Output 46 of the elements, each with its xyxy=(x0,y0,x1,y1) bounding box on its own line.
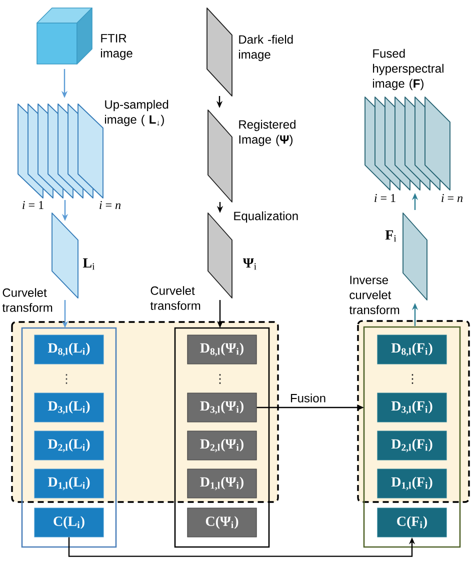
coefficient-box: D$_{3,l}$(L$_{i}$) xyxy=(34,392,104,422)
coefficient-box: D$_{3,l}$(F$_{i}$) xyxy=(377,392,447,422)
ellipsis: ⋮ xyxy=(66,374,68,384)
index-label: i = 1 xyxy=(374,194,396,202)
image-slice xyxy=(208,212,232,298)
coefficient-box: D$_{2,l}$(F$_{i}$) xyxy=(377,430,447,460)
edge-label: Curvelet transform xyxy=(2,288,52,312)
symbol-label: Ψ$_{i}$ xyxy=(242,258,256,270)
image-slice xyxy=(206,8,232,96)
edge-label: Curvelet transform xyxy=(150,286,200,310)
image-caption: Registered Image (Ψ) xyxy=(239,120,296,146)
image-cube xyxy=(36,8,92,64)
index-label: i = 1 xyxy=(22,201,44,209)
edge-label: Inverse curvelet transform xyxy=(349,276,400,314)
edge-label: Fusion xyxy=(290,394,326,402)
image-caption: Fused hyperspectral image (F) xyxy=(373,48,444,90)
coefficient-box: D$_{2,l}$(Ψ$_{i}$) xyxy=(187,430,257,460)
coefficient-box: D$_{1,l}$(F$_{i}$) xyxy=(377,468,447,498)
slice-stack xyxy=(364,96,450,190)
symbol-label: F$_{i}$ xyxy=(385,230,396,242)
image-slice xyxy=(208,110,232,202)
ellipsis: ⋮ xyxy=(412,374,414,384)
column-frame xyxy=(174,327,270,548)
slice-stack xyxy=(18,104,104,198)
image-caption: FTIR image xyxy=(101,34,132,60)
image-slice xyxy=(52,212,78,298)
image-slice xyxy=(402,212,428,300)
coefficient-box: D$_{2,l}$(L$_{i}$) xyxy=(34,430,104,460)
edge-label: Equalization xyxy=(234,211,298,223)
index-label: i = n xyxy=(442,194,463,202)
coefficient-box: D$_{3,l}$(Ψ$_{i}$) xyxy=(187,392,257,422)
ellipsis: ⋮ xyxy=(219,374,221,384)
coefficient-box: D$_{1,l}$(Ψ$_{i}$) xyxy=(187,468,257,498)
coefficient-box: D$_{8,l}$(F$_{i}$) xyxy=(377,334,447,364)
column-frame xyxy=(21,327,117,548)
index-label: i = n xyxy=(100,201,121,209)
image-caption: Dark -field image xyxy=(239,34,293,62)
coefficient-box: D$_{1,l}$(L$_{i}$) xyxy=(34,468,104,498)
coefficient-box: D$_{8,l}$(Ψ$_{i}$) xyxy=(187,334,257,364)
coefficient-box: C(L$_{i}$) xyxy=(34,508,104,538)
column-frame xyxy=(363,326,461,548)
coefficient-box: C(F$_{i}$) xyxy=(377,508,447,538)
coefficient-box: C(Ψ$_{i}$) xyxy=(187,508,257,538)
symbol-label: L$_{i}$ xyxy=(82,258,95,270)
image-caption: Up-sampled image ( L$_{↓}$) xyxy=(105,100,168,126)
coefficient-box: D$_{8,l}$(L$_{i}$) xyxy=(34,334,104,364)
